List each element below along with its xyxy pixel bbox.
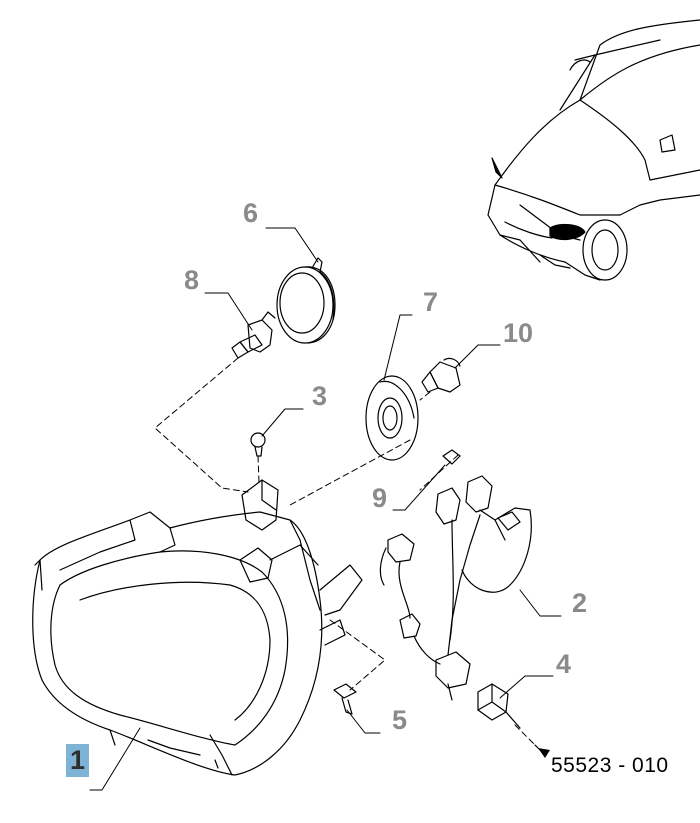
reference-arrow-head xyxy=(538,748,550,758)
part-3-clip xyxy=(250,432,266,457)
callout-6: 6 xyxy=(243,198,259,228)
callout-9: 9 xyxy=(372,483,388,513)
part-10-bulb xyxy=(421,357,461,393)
callout-2: 2 xyxy=(572,588,588,618)
part-6-cap xyxy=(276,257,336,344)
part-9-connector xyxy=(442,449,461,465)
part-2-harness xyxy=(379,475,532,701)
part-4-connector xyxy=(477,683,521,729)
car-illustration xyxy=(487,19,700,281)
part-1-headlamp xyxy=(32,479,363,776)
callout-5: 5 xyxy=(392,705,408,735)
reference-code: 55523 - 010 xyxy=(551,754,669,777)
callout-3: 3 xyxy=(312,381,328,411)
callout-7: 7 xyxy=(423,287,439,317)
part-8-bulb xyxy=(231,311,276,359)
callout-1: 1 xyxy=(66,744,90,777)
assembly-guides xyxy=(154,357,536,746)
callout-4: 4 xyxy=(556,649,572,679)
car-headlight-marker xyxy=(549,223,586,241)
part-5-screw xyxy=(333,683,357,715)
part-7-gasket xyxy=(365,375,419,461)
leader-lines xyxy=(89,227,562,791)
callout-10: 10 xyxy=(503,318,534,348)
callout-8: 8 xyxy=(184,265,200,295)
car-side-marker xyxy=(491,157,503,179)
